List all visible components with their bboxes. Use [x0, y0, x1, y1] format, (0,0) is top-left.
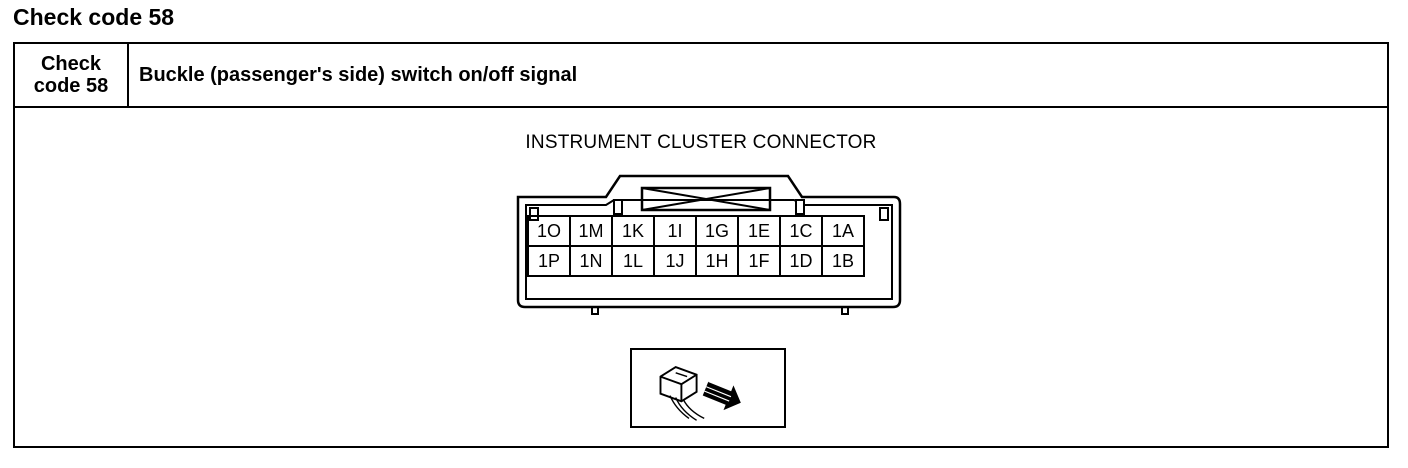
- arrow-icon: [702, 380, 741, 411]
- pin-cell: [821, 245, 865, 277]
- pin-label: 1F: [748, 251, 769, 271]
- pin-label: 1A: [832, 221, 854, 241]
- connector-diagram: 1O 1M 1K 1I 1G 1E 1C 1A 1P 1N 1L 1J 1H 1F 1D 1B: [516, 174, 902, 315]
- pin-label: 1E: [748, 221, 770, 241]
- pin-label: 1G: [705, 221, 729, 241]
- pin-label: 1P: [538, 251, 560, 271]
- connector-housing: [516, 174, 902, 309]
- pin-label: 1K: [622, 221, 644, 241]
- pin-label: 1D: [789, 251, 812, 271]
- pin-label: 1O: [537, 221, 561, 241]
- pin-label: 1N: [579, 251, 602, 271]
- connector-plug-icon: [659, 366, 705, 421]
- check-code-table: Check code 58 Buckle (passenger's side) …: [13, 42, 1389, 448]
- pin-label: 1C: [789, 221, 812, 241]
- pin-label: 1M: [578, 221, 603, 241]
- pin-label: 1B: [832, 251, 854, 271]
- latch: [640, 186, 772, 212]
- harness-side-illustration: [630, 348, 786, 428]
- connector-title: INSTRUMENT CLUSTER CONNECTOR: [525, 132, 877, 153]
- check-code-label-line2: code 58: [33, 75, 109, 97]
- pin-label: 1J: [665, 251, 684, 271]
- signal-description: Buckle (passenger's side) switch on/off …: [139, 63, 578, 86]
- table-header-row: Check code 58 Buckle (passenger's side) …: [15, 44, 1387, 108]
- pin-label: 1I: [667, 221, 682, 241]
- check-code-cell: Check code 58: [15, 44, 129, 106]
- check-code-label-line1: Check: [40, 53, 102, 75]
- page-title: Check code 58: [13, 4, 175, 30]
- pin-label: 1L: [623, 251, 643, 271]
- pin-label: 1H: [705, 251, 728, 271]
- pin-grid: 1O 1M 1K 1I 1G 1E 1C 1A 1P 1N 1L 1J 1H 1F 1D 1B: [527, 215, 865, 277]
